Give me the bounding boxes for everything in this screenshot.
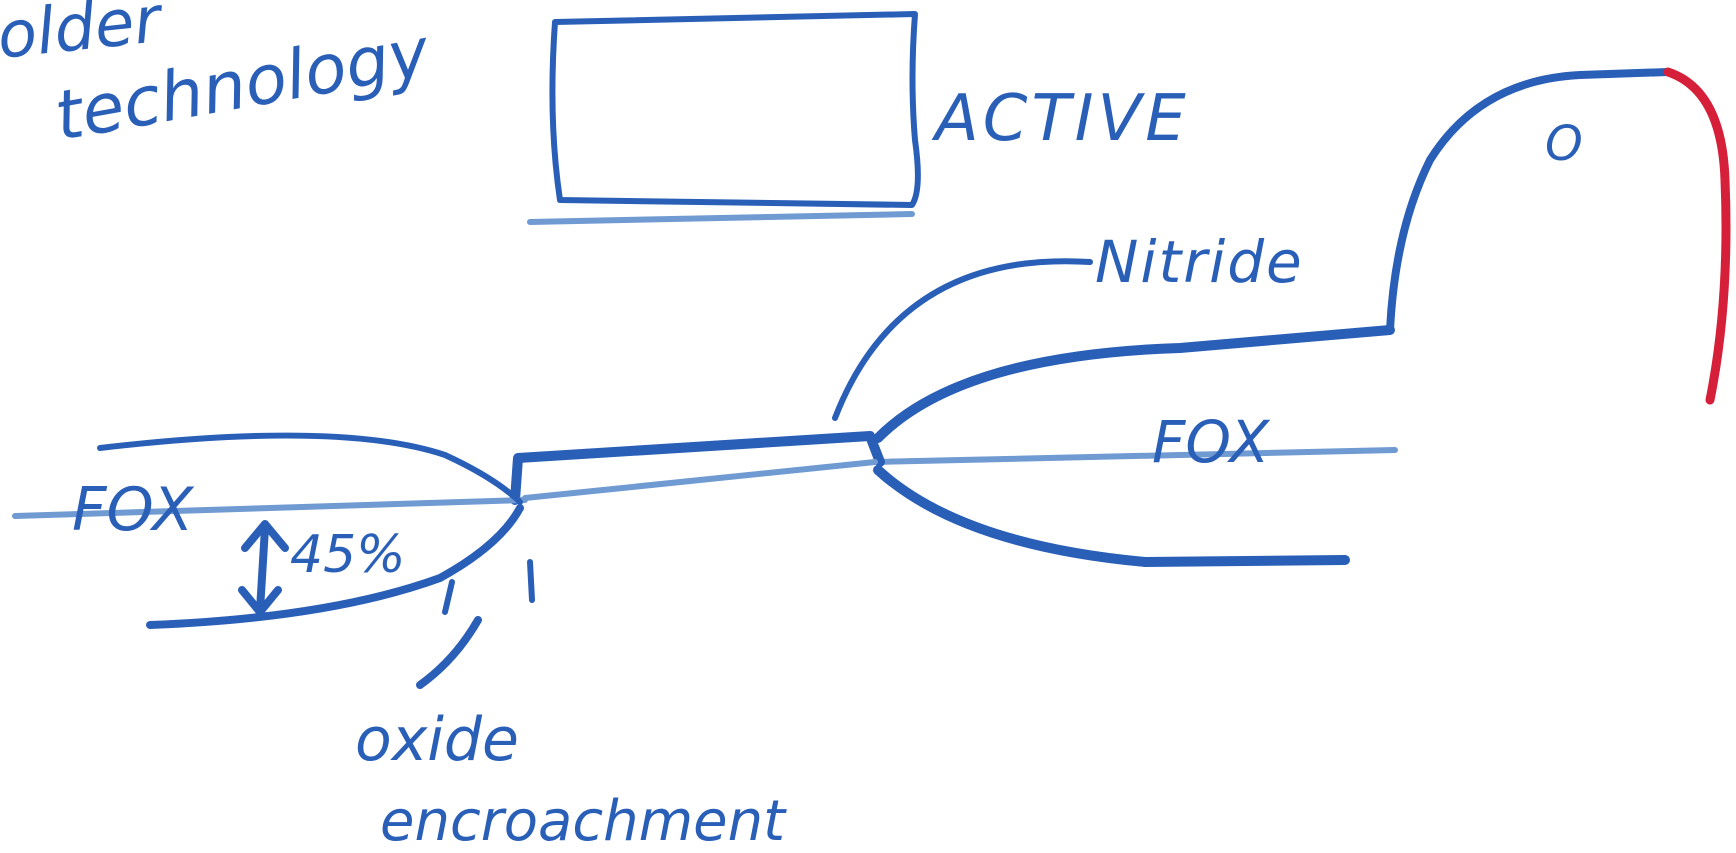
nitride-upper-edge — [873, 325, 1395, 443]
label-nitride: Nitride — [1095, 228, 1304, 296]
percent-arrow-shaft — [256, 524, 269, 614]
right-lower-beak — [873, 465, 1350, 567]
fox-baseline-left — [12, 497, 528, 519]
label-percent: 45% — [290, 525, 406, 585]
label-active: ACTIVE — [931, 82, 1190, 156]
center-baseline — [522, 459, 878, 501]
label-fox-right: FOX — [1152, 408, 1270, 476]
percent-arrow-head-top — [241, 520, 289, 552]
active-nitride-pad — [510, 431, 885, 505]
label-oxide: oxide — [355, 705, 519, 775]
label-fox-left: FOX — [72, 475, 195, 545]
encroachment-tick-left — [442, 579, 455, 615]
encroachment-tick-right — [527, 559, 535, 603]
nitride-riser — [1386, 68, 1672, 334]
left-upper-beak — [97, 432, 523, 505]
percent-arrow-head-bottom — [238, 586, 282, 616]
fox-baseline-right — [872, 447, 1398, 465]
oxide-leader-line — [416, 616, 482, 689]
left-lower-beak — [146, 504, 524, 629]
active-box-outline — [549, 11, 921, 208]
red-edge-line — [1663, 67, 1731, 405]
nitride-leader-line — [832, 258, 1093, 421]
label-o: O — [1545, 116, 1583, 172]
label-encroachment: encroachment — [380, 789, 787, 853]
active-box-underline — [527, 211, 915, 225]
